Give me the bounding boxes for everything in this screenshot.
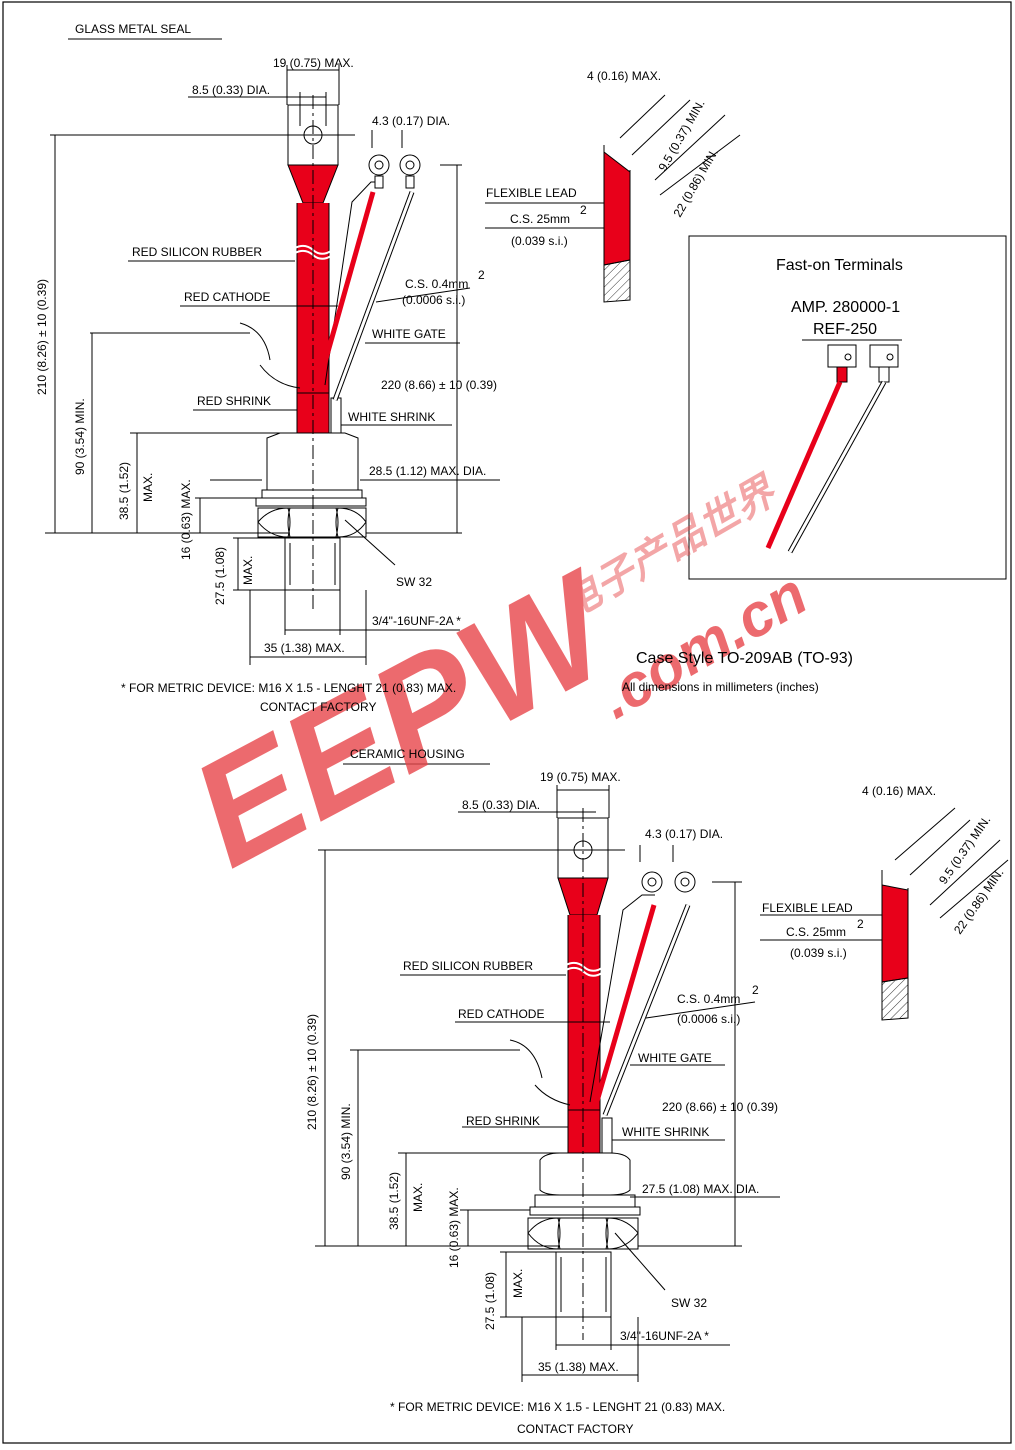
flex-d4: 4 (0.16) MAX.	[587, 69, 661, 83]
terminals-title: Fast-on Terminals	[776, 257, 903, 274]
terminals-ref: REF-250	[813, 321, 877, 338]
dim-ring: 4.3 (0.17) DIA.	[372, 114, 450, 128]
dim-top-width: 19 (0.75) MAX.	[273, 56, 354, 70]
b-label-rubber: RED SILICON RUBBER	[403, 959, 533, 973]
flex-cs-si: (0.039 s.i.)	[511, 234, 568, 248]
b-label-gate: WHITE GATE	[638, 1051, 712, 1065]
b-label-cs: C.S. 0.4mm	[677, 992, 740, 1006]
b-dim-min90: 90 (3.54) MIN.	[339, 1103, 353, 1180]
flex-cs: C.S. 25mm	[510, 212, 570, 226]
b-dim-ring: 4.3 (0.17) DIA.	[645, 827, 723, 841]
b-dim-385: 38.5 (1.52)	[387, 1172, 401, 1230]
b-flex-cs-si: (0.039 s.i.)	[790, 946, 847, 960]
dim-dia: 28.5 (1.12) MAX. DIA.	[369, 464, 486, 478]
sw-label: SW 32	[396, 575, 432, 589]
label-gate: WHITE GATE	[372, 327, 446, 341]
b-flex-cs-sup: 2	[857, 917, 864, 931]
top-drawing	[45, 38, 500, 665]
footnote-contact: CONTACT FACTORY	[260, 700, 376, 714]
label-cathode: RED CATHODE	[184, 290, 270, 304]
top-labels: GLASS METAL SEAL 19 (0.75) MAX. 8.5 (0.3…	[35, 22, 497, 714]
dim-385: 38.5 (1.52)	[117, 462, 131, 520]
b-flex-cs: C.S. 25mm	[786, 925, 846, 939]
b-flex-label: FLEXIBLE LEAD	[762, 901, 853, 915]
b-footnote: * FOR METRIC DEVICE: M16 X 1.5 - LENGHT …	[390, 1400, 725, 1414]
dim-hole: 8.5 (0.33) DIA.	[192, 83, 270, 97]
label-red-shrink: RED SHRINK	[197, 394, 271, 408]
label-cs: C.S. 0.4mm	[405, 277, 468, 291]
b-flex-d95: 9.5 (0.37) MIN.	[936, 813, 993, 887]
b-dim-35: 35 (1.38) MAX.	[538, 1360, 619, 1374]
top-flex-labels: 4 (0.16) MAX. 9.5 (0.37) MIN. 22 (0.86) …	[486, 69, 721, 248]
b-label-cs-si: (0.0006 s.i.)	[677, 1012, 740, 1026]
case-info: Case Style TO-209AB (TO-93) All dimensio…	[622, 650, 853, 694]
dim-275: 27.5 (1.08)	[213, 547, 227, 605]
b-dim-hole: 8.5 (0.33) DIA.	[462, 798, 540, 812]
fast-on-terminals-box	[688, 235, 1007, 580]
b-dim-total: 210 (8.26) ± 10 (0.39)	[305, 1014, 319, 1130]
b-dim-top-width: 19 (0.75) MAX.	[540, 770, 621, 784]
b-dim-385-max: MAX.	[411, 1183, 425, 1212]
dim-min90: 90 (3.54) MIN.	[73, 398, 87, 475]
terminal-labels: Fast-on Terminals AMP. 280000-1 REF-250	[776, 257, 903, 338]
b-dim-275: 27.5 (1.08)	[483, 1272, 497, 1330]
b-label-white-shrink: WHITE SHRINK	[622, 1125, 709, 1139]
b-dim-16: 16 (0.63) MAX.	[447, 1187, 461, 1268]
b-thread-label: 3/4"-16UNF-2A *	[620, 1329, 709, 1343]
case-style: Case Style TO-209AB (TO-93)	[636, 650, 853, 667]
label-cs-sup: 2	[478, 268, 485, 282]
b-footnote-contact: CONTACT FACTORY	[517, 1422, 633, 1436]
dim-220: 220 (8.66) ± 10 (0.39)	[381, 378, 497, 392]
flex-cs-sup: 2	[580, 203, 587, 217]
dim-35: 35 (1.38) MAX.	[264, 641, 345, 655]
thread-label: 3/4"-16UNF-2A *	[372, 614, 461, 628]
top-flexible-lead	[485, 94, 741, 303]
b-dim-275-max: MAX.	[511, 1269, 525, 1298]
b-label-cs-sup: 2	[752, 983, 759, 997]
b-dim-220: 220 (8.66) ± 10 (0.39)	[662, 1100, 778, 1114]
b-dim-dia: 27.5 (1.08) MAX. DIA.	[642, 1182, 759, 1196]
b-flex-d4: 4 (0.16) MAX.	[862, 784, 936, 798]
b-sw-label: SW 32	[671, 1296, 707, 1310]
section-title-ceramic: CERAMIC HOUSING	[350, 747, 465, 761]
dim-275-max: MAX.	[241, 556, 255, 585]
dim-total: 210 (8.26) ± 10 (0.39)	[35, 279, 49, 395]
dim-385-max: MAX.	[141, 473, 155, 502]
terminals-amp: AMP. 280000-1	[791, 299, 900, 316]
section-title-glass: GLASS METAL SEAL	[75, 22, 191, 36]
dim-16: 16 (0.63) MAX.	[179, 479, 193, 560]
case-units: All dimensions in millimeters (inches)	[622, 680, 819, 694]
flex-d22: 22 (0.86) MIN.	[670, 146, 720, 219]
bottom-drawing	[315, 763, 780, 1382]
footnote: * FOR METRIC DEVICE: M16 X 1.5 - LENGHT …	[121, 681, 456, 695]
b-label-cathode: RED CATHODE	[458, 1007, 544, 1021]
label-white-shrink: WHITE SHRINK	[348, 410, 435, 424]
label-cs-si: (0.0006 s.i.)	[402, 293, 465, 307]
bottom-flexible-lead	[760, 807, 1009, 1021]
bottom-labels: CERAMIC HOUSING 19 (0.75) MAX. 8.5 (0.33…	[305, 747, 1006, 1436]
b-label-red-shrink: RED SHRINK	[466, 1114, 540, 1128]
flex-label: FLEXIBLE LEAD	[486, 186, 577, 200]
label-rubber: RED SILICON RUBBER	[132, 245, 262, 259]
